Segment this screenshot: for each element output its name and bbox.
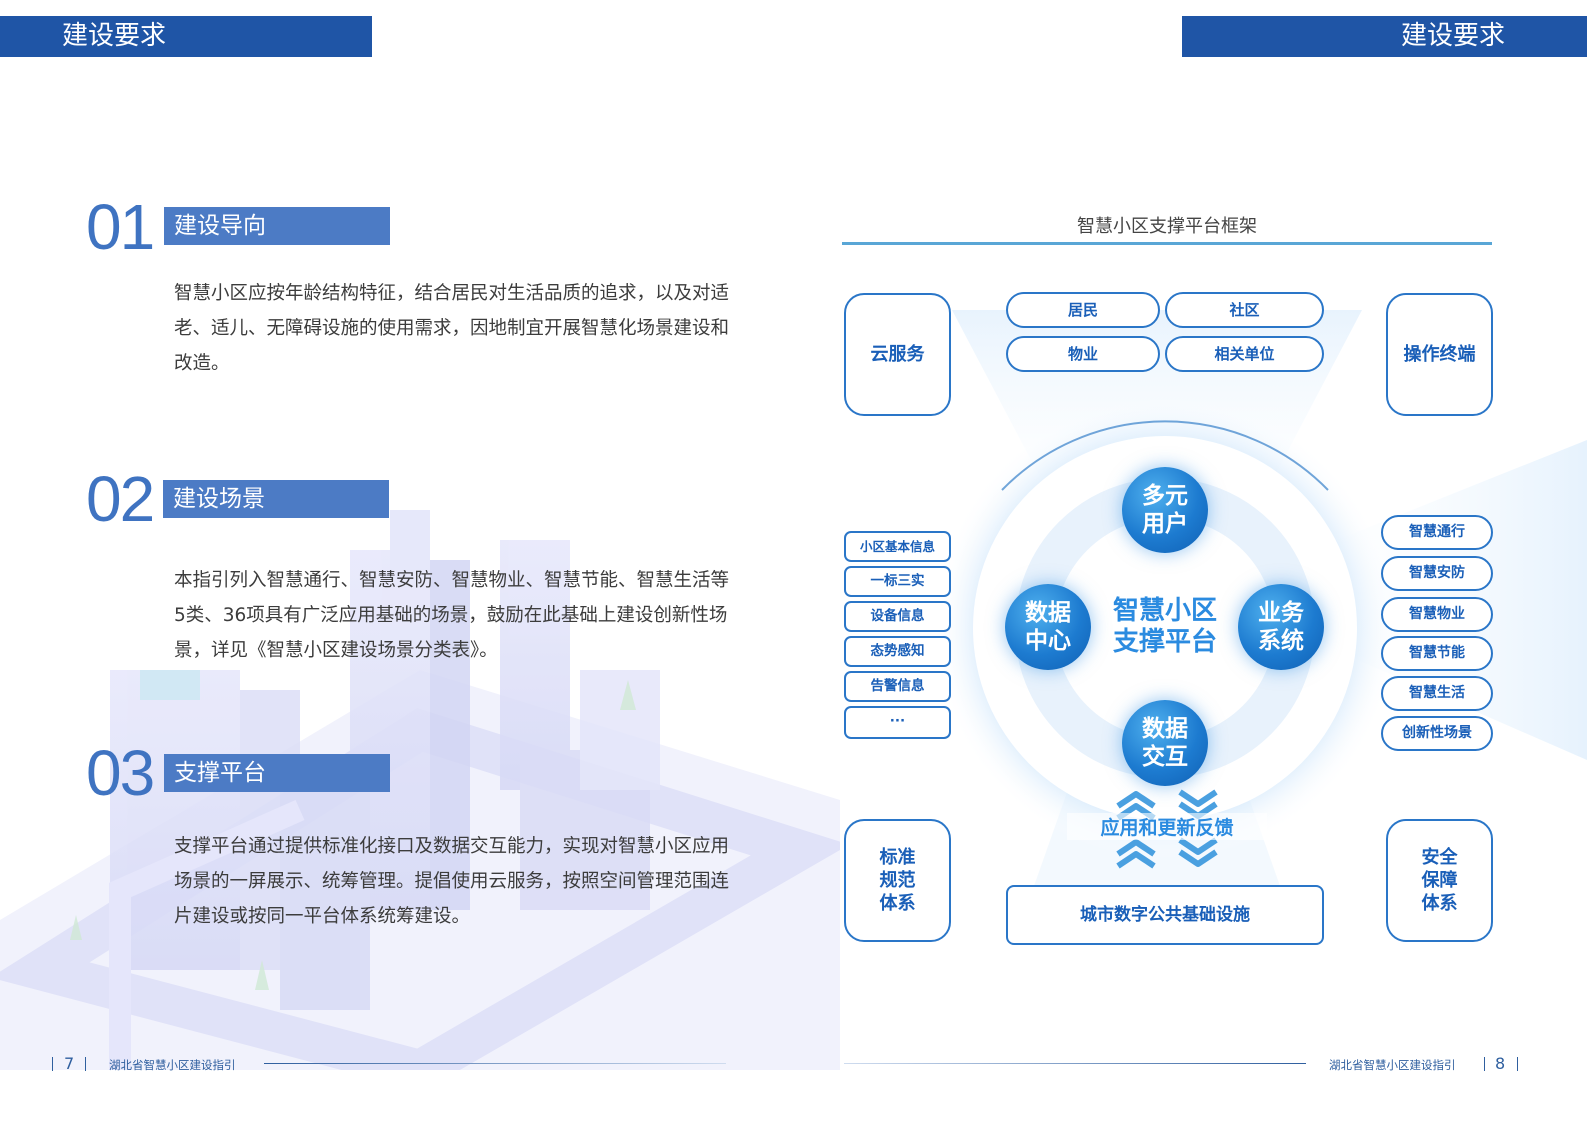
node-data-exchange: 数据 交互 <box>1122 700 1208 786</box>
right-pill-innovative: 创新性场景 <box>1381 716 1493 751</box>
left-tag-more: ··· <box>844 706 951 739</box>
left-tag-community-info: 小区基本信息 <box>844 531 951 562</box>
page-divider-left <box>52 1057 53 1071</box>
section-title-03: 支撑平台 <box>164 754 390 792</box>
section-number-03: 03 <box>86 737 155 809</box>
section-text-01: 智慧小区应按年龄结构特征，结合居民对生活品质的追求，以及对适老、适儿、无障碍设施… <box>174 283 730 374</box>
left-footer: 7 湖北省智慧小区建设指引 <box>52 1054 732 1076</box>
left-tag-alarm-info: 告警信息 <box>844 671 951 702</box>
section-number-01: 01 <box>86 191 155 263</box>
user-pill-community: 社区 <box>1165 292 1324 328</box>
right-pill-smart-traffic: 智慧通行 <box>1381 515 1493 550</box>
footer-rule-right <box>844 1063 1306 1064</box>
section-text-02: 本指引列入智慧通行、智慧安防、智慧物业、智慧节能、智慧生活等5类、36项具有广泛… <box>174 570 730 661</box>
right-footer: 湖北省智慧小区建设指引 8 <box>844 1054 1524 1076</box>
user-pill-property: 物业 <box>1006 336 1160 372</box>
left-tag-situation: 态势感知 <box>844 636 951 667</box>
city-illustration <box>0 510 840 1070</box>
operation-terminal-box: 操作终端 <box>1386 293 1493 416</box>
infrastructure-box: 城市数字公共基础设施 <box>1006 885 1324 945</box>
footer-title-left: 湖北省智慧小区建设指引 <box>109 1058 236 1072</box>
left-header-title: 建设要求 <box>62 21 167 51</box>
security-box: 安全 保障 体系 <box>1386 819 1493 942</box>
left-header-bar: 建设要求 <box>0 16 372 57</box>
page-number-left: 7 <box>64 1054 75 1073</box>
left-tag-device-info: 设备信息 <box>844 601 951 632</box>
page-number-right: 8 <box>1495 1054 1506 1073</box>
diagram-background <box>933 310 1587 920</box>
footer-rule-left <box>264 1063 726 1064</box>
center-platform-label: 智慧小区 支撑平台 <box>1112 596 1217 657</box>
diagram-title-rule <box>842 242 1492 245</box>
section-text-03: 支撑平台通过提供标准化接口及数据交互能力，实现对智慧小区应用场景的一屏展示、统筹… <box>174 836 730 927</box>
page-divider-right-2 <box>1517 1057 1518 1071</box>
node-data-center: 数据 中心 <box>1005 584 1091 670</box>
section-number-02: 02 <box>86 463 155 535</box>
node-business-system: 业务 系统 <box>1238 584 1324 670</box>
node-multi-users: 多元 用户 <box>1122 467 1208 553</box>
section-title-02: 建设场景 <box>163 480 389 518</box>
diagram-title: 智慧小区支撑平台框架 <box>1077 216 1257 237</box>
right-pill-smart-property: 智慧物业 <box>1381 597 1493 632</box>
standard-spec-box: 标准 规范 体系 <box>844 819 951 942</box>
page-divider-left-2 <box>85 1057 86 1071</box>
left-tag-one-standard: 一标三实 <box>844 566 951 597</box>
section-title-01: 建设导向 <box>164 207 390 245</box>
user-pill-related-units: 相关单位 <box>1165 336 1324 372</box>
right-pill-smart-security: 智慧安防 <box>1381 556 1493 591</box>
user-pill-residents: 居民 <box>1006 292 1160 328</box>
right-pill-smart-energy: 智慧节能 <box>1381 636 1493 671</box>
right-pill-smart-life: 智慧生活 <box>1381 676 1493 711</box>
footer-title-right: 湖北省智慧小区建设指引 <box>1329 1058 1456 1072</box>
feedback-label: 应用和更新反馈 <box>1067 813 1267 840</box>
cloud-service-box: 云服务 <box>844 293 951 416</box>
page-divider-right <box>1484 1057 1485 1071</box>
right-header-title: 建设要求 <box>1400 21 1505 51</box>
right-header-bar: 建设要求 <box>1182 16 1587 57</box>
